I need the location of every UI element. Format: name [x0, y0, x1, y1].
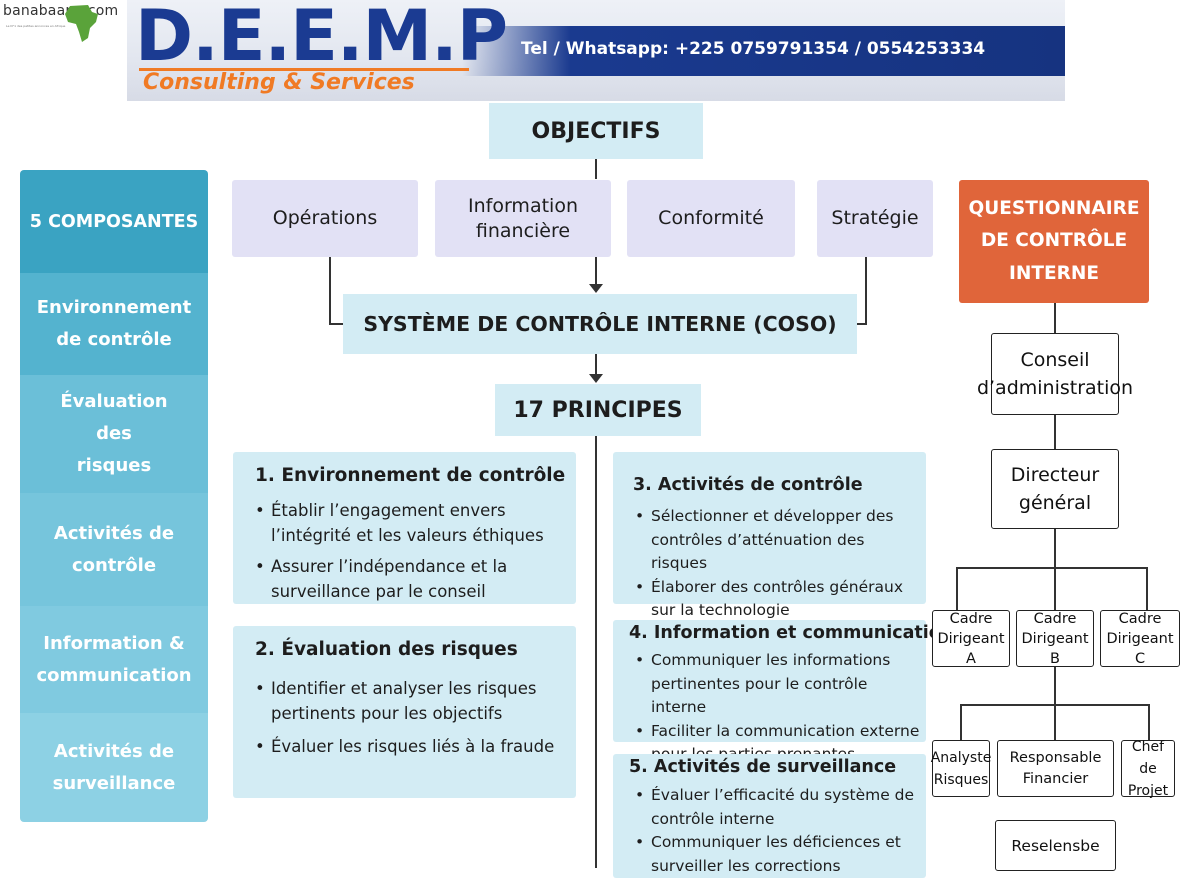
objective-operations: Opérations — [232, 180, 418, 257]
system-title: SYSTÈME DE CONTRÔLE INTERNE (COSO) — [343, 294, 857, 354]
objective-financial-information: Information financière — [435, 180, 611, 257]
watermark-logo: banabaana.com Le N°1 des petites annonce… — [0, 0, 118, 44]
org-connector — [956, 567, 1147, 569]
principle-bullet: Sélectionner et développer des contrôles… — [635, 505, 925, 576]
org-manager-a: Cadre Dirigeant A — [932, 610, 1010, 667]
connector-line — [329, 323, 343, 325]
connector-line — [595, 354, 597, 376]
org-connector — [1054, 567, 1056, 610]
africa-map-icon — [65, 5, 98, 42]
connector-line — [329, 256, 331, 325]
connector-line — [865, 256, 867, 325]
principle-bullets: Établir l’engagement envers l’intégrité … — [255, 498, 567, 604]
principle-box-1: 1. Environnement de contrôle Établir l’e… — [233, 452, 576, 604]
principle-bullet: Élaborer des contrôles généraux sur la t… — [635, 576, 925, 623]
org-staff-financial-manager: Responsable Financier — [997, 740, 1114, 797]
principle-box-2: 2. Évaluation des risques Identifier et … — [233, 626, 576, 798]
principle-bullet: Assurer l’indépendance et la surveillanc… — [255, 554, 567, 604]
component-information-communication: Information & communication — [20, 606, 208, 713]
principle-bullets: Communiquer les informations pertinentes… — [635, 649, 925, 767]
org-connector — [1054, 704, 1056, 740]
components-title: 5 COMPOSANTES — [20, 170, 208, 273]
org-connector — [1054, 529, 1056, 568]
org-ceo: Directeur général — [991, 449, 1119, 529]
principle-box-4: 4. Information et communication Communiq… — [613, 620, 953, 763]
principle-heading: 3. Activités de contrôle — [633, 475, 863, 495]
contact-phone: Tel / Whatsapp: +225 0759791354 / 055425… — [521, 39, 986, 59]
principle-bullet: Communiquer les déficiences et surveille… — [635, 831, 925, 878]
watermark-tagline: Le N°1 des petites annonces en Afrique — [6, 24, 66, 28]
principle-bullets: Identifier et analyser les risques perti… — [255, 676, 567, 759]
brand-name: D.E.E.M.P — [135, 0, 508, 77]
org-connector — [1146, 567, 1148, 610]
arrow-down-icon — [589, 374, 603, 383]
org-connector — [1148, 704, 1150, 740]
principle-bullet: Identifier et analyser les risques perti… — [255, 676, 567, 726]
org-extra-box: Reselensbe — [995, 820, 1116, 871]
banner-stripe — [462, 26, 1065, 76]
principle-bullet: Communiquer les informations pertinentes… — [635, 649, 925, 720]
org-manager-b: Cadre Dirigeant B — [1016, 610, 1094, 667]
component-risk-assessment: Évaluation des risques — [20, 375, 208, 493]
principle-heading: 4. Information et communication — [629, 623, 954, 643]
principle-heading: 5. Activités de surveillance — [629, 757, 897, 777]
principle-heading: 1. Environnement de contrôle — [255, 465, 566, 486]
principle-box-3: 3. Activités de contrôle Sélectionner et… — [613, 452, 926, 619]
objective-compliance: Conformité — [627, 180, 795, 257]
component-monitoring-activities: Activités de surveillance — [20, 713, 208, 822]
component-control-activities: Activités de contrôle — [20, 493, 208, 606]
org-manager-c: Cadre Dirigeant C — [1100, 610, 1180, 667]
principle-heading: 2. Évaluation des risques — [255, 639, 518, 660]
principles-divider — [595, 436, 597, 868]
objective-strategy: Stratégie — [817, 180, 933, 257]
component-control-environment: Environnement de contrôle — [20, 273, 208, 375]
principle-bullet: Évaluer l’efficacité du système de contr… — [635, 784, 925, 831]
principle-bullet: Établir l’engagement envers l’intégrité … — [255, 498, 567, 548]
connector-line — [857, 323, 867, 325]
org-connector — [956, 567, 958, 610]
connector-line — [595, 159, 597, 179]
arrow-down-icon — [589, 284, 603, 293]
org-staff-project-lead: Chef de Projet — [1121, 739, 1175, 799]
questionnaire-title: QUESTIONNAIRE DE CONTRÔLE INTERNE — [959, 180, 1149, 303]
org-connector — [1054, 667, 1056, 705]
principle-bullets: Évaluer l’efficacité du système de contr… — [635, 784, 925, 878]
org-board: Conseil d’administration — [977, 333, 1133, 415]
brand-tagline: Consulting & Services — [143, 70, 415, 95]
connector-line — [595, 256, 597, 286]
principle-bullet: Évaluer les risques liés à la fraude — [255, 734, 567, 759]
org-connector — [1054, 303, 1056, 333]
org-connector — [1054, 415, 1056, 449]
objectives-title: OBJECTIFS — [489, 103, 703, 159]
principle-box-5: 5. Activités de surveillance Évaluer l’e… — [613, 754, 926, 878]
principles-title: 17 PRINCIPES — [495, 384, 701, 436]
brand-underline — [139, 68, 469, 71]
header-banner: D.E.E.M.P Consulting & Services Tel / Wh… — [127, 0, 1065, 101]
components-column: 5 COMPOSANTES Environnement de contrôle … — [20, 170, 208, 822]
org-staff-risk-analyst: Analyste Risques — [931, 740, 991, 797]
org-connector — [960, 704, 962, 740]
principle-bullets: Sélectionner et développer des contrôles… — [635, 505, 925, 623]
